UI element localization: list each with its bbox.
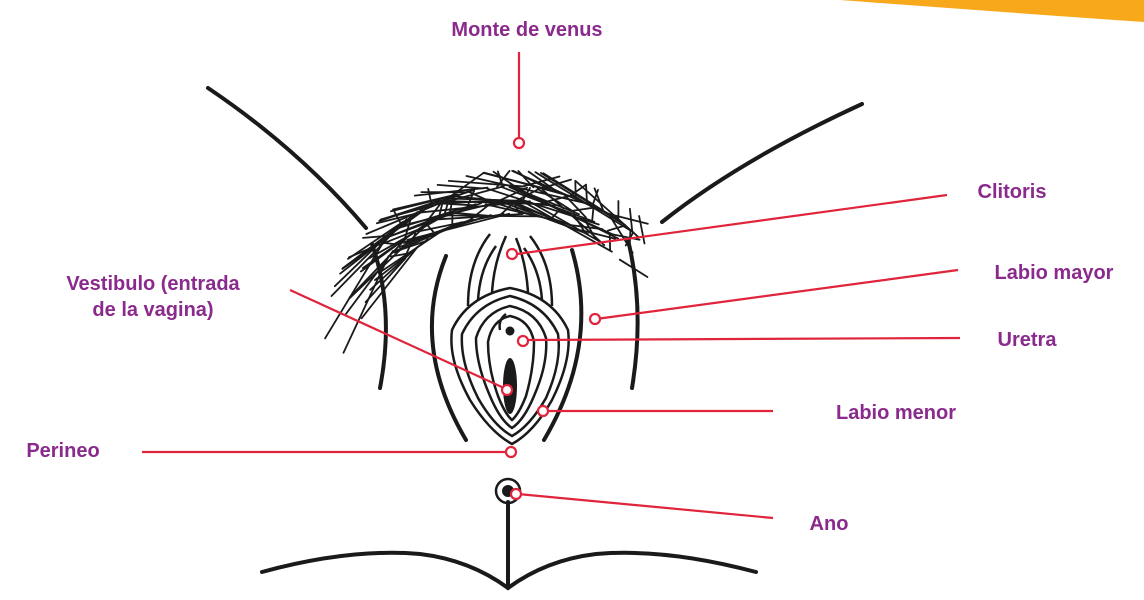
left-thigh-line bbox=[208, 88, 366, 228]
corner-accent-shape bbox=[840, 0, 1144, 22]
clitoral-hood-mid bbox=[492, 236, 528, 292]
label-perineo: Perineo bbox=[26, 440, 99, 462]
label-labio-menor: Labio menor bbox=[836, 402, 956, 424]
endpoint-ano bbox=[511, 489, 521, 499]
hair-stroke bbox=[438, 185, 483, 189]
hair-stroke bbox=[630, 209, 632, 231]
endpoint-labio-mayor bbox=[590, 314, 600, 324]
endpoint-labio-menor bbox=[538, 406, 548, 416]
hair-stroke bbox=[447, 215, 541, 216]
hair-stroke bbox=[449, 181, 525, 187]
endpoint-clitoris bbox=[507, 249, 517, 259]
label-labio-mayor: Labio mayor bbox=[995, 262, 1114, 284]
leader-ano bbox=[518, 494, 773, 518]
leader-labio-mayor bbox=[596, 270, 958, 319]
label-uretra: Uretra bbox=[998, 329, 1058, 351]
endpoint-vestibulo bbox=[502, 385, 512, 395]
leader-uretra bbox=[525, 338, 960, 340]
urethra-arc bbox=[500, 314, 506, 330]
endpoint-perineo bbox=[506, 447, 516, 457]
urethral-opening bbox=[506, 327, 515, 336]
label-clitoris: Clitoris bbox=[978, 181, 1047, 203]
right-thigh-line bbox=[662, 104, 862, 222]
label-monte-de-venus: Monte de venus bbox=[451, 19, 602, 41]
endpoint-monte bbox=[514, 138, 524, 148]
label-ano: Ano bbox=[810, 513, 849, 535]
endpoint-uretra bbox=[518, 336, 528, 346]
labels: Monte de venus Clitoris Labio mayor Uret… bbox=[26, 19, 1113, 535]
hair-stroke bbox=[571, 185, 587, 196]
label-vestibulo-line-2: de la vagina) bbox=[92, 299, 213, 321]
label-vestibulo-line-1: Vestibulo (entrada bbox=[66, 273, 240, 295]
labia-majora-left bbox=[432, 256, 466, 440]
